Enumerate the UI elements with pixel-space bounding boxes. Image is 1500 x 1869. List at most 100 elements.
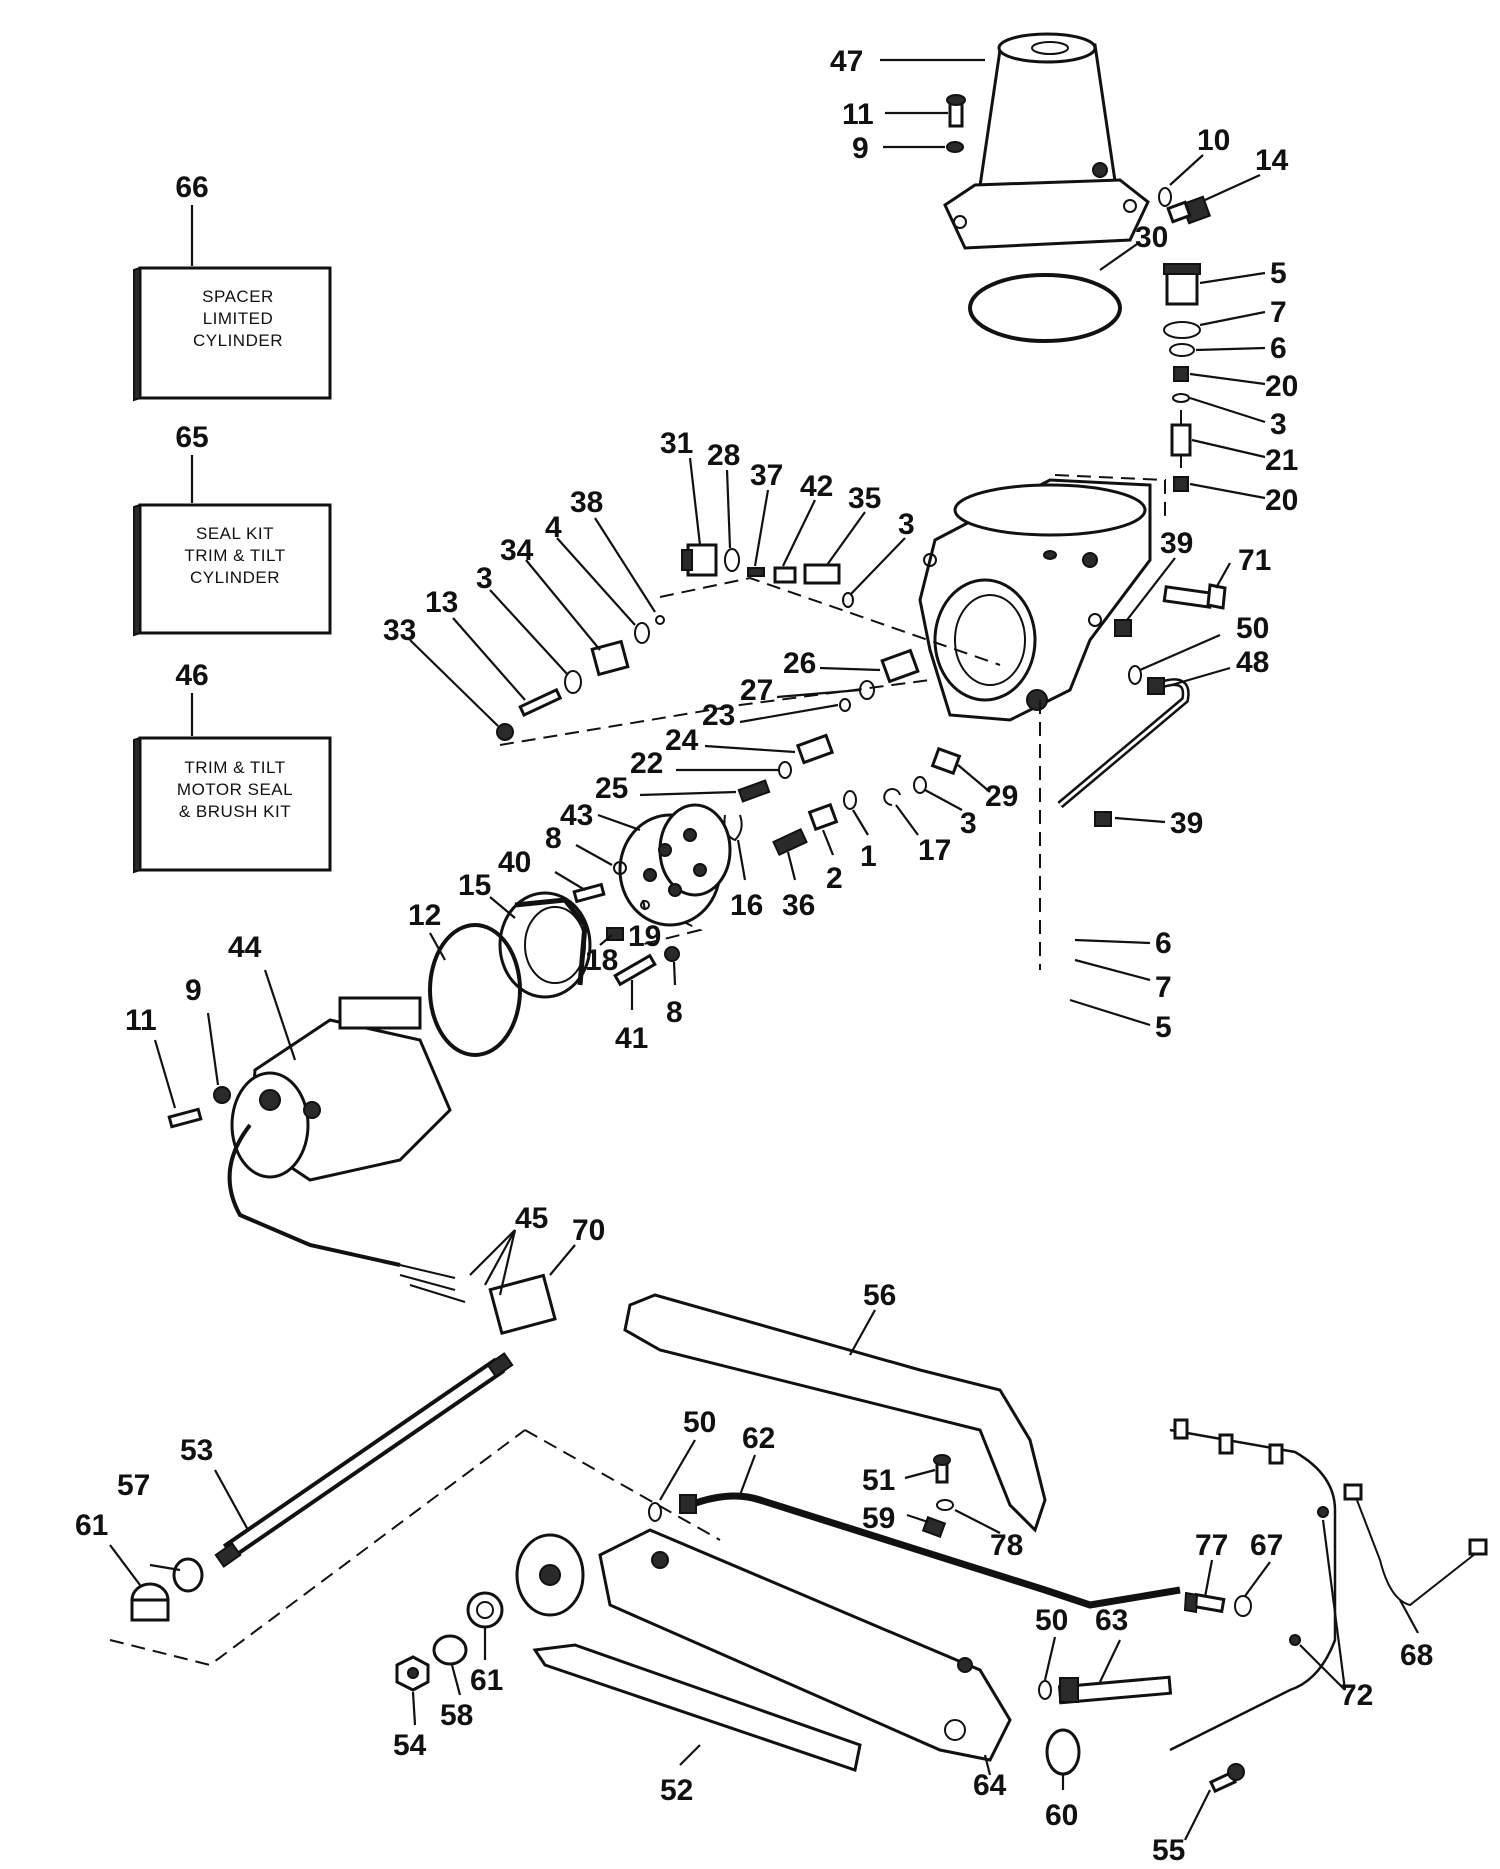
o-ring-3-top (1172, 393, 1190, 403)
guide-line-lower-right (524, 1429, 721, 1541)
motor-44 (230, 996, 452, 1182)
plug-39-lower (1094, 811, 1112, 827)
callout-17: 17 (918, 834, 951, 867)
callout-6-lower: 6 (1155, 927, 1172, 960)
kit-number-66: 66 (175, 171, 208, 204)
piston-42 (773, 566, 797, 584)
callout-3-top: 3 (1270, 408, 1287, 441)
callout-21: 21 (1265, 444, 1298, 477)
callout-3-mid: 3 (960, 807, 977, 840)
callout-56: 56 (863, 1279, 896, 1312)
bolt-71 (1162, 583, 1227, 610)
callout-38: 38 (570, 486, 603, 519)
o-ring-50-lower (648, 1502, 662, 1522)
callout-7-lower: 7 (1155, 971, 1172, 1004)
check-valve-21 (1170, 410, 1192, 468)
callout-19: 19 (628, 920, 661, 953)
o-ring-23 (839, 698, 851, 712)
callout-11-left: 11 (125, 1004, 157, 1037)
callout-18: 18 (585, 944, 618, 977)
callout-41: 41 (615, 1022, 648, 1055)
callout-61-lower: 61 (470, 1664, 503, 1697)
nut-33 (496, 723, 514, 741)
callout-22: 22 (630, 747, 663, 780)
callout-26: 26 (783, 647, 816, 680)
callout-52: 52 (660, 1774, 693, 1807)
pump-housing (918, 478, 1152, 722)
screw-11-top (946, 94, 966, 128)
terminal-68-a (1343, 1483, 1363, 1501)
callout-34: 34 (500, 534, 534, 567)
tube-48 (1057, 677, 1190, 809)
callout-7-top: 7 (1270, 296, 1287, 329)
callout-40: 40 (498, 846, 531, 879)
kit-number-65: 65 (175, 421, 208, 454)
o-ring-3-mid (913, 776, 927, 794)
o-ring-3-upper (842, 592, 854, 608)
callout-5-top: 5 (1270, 257, 1287, 290)
callout-3-upper: 3 (898, 508, 915, 541)
callout-12: 12 (408, 899, 441, 932)
spring-37 (747, 567, 765, 577)
callout-45: 45 (515, 1202, 548, 1235)
callout-67: 67 (1250, 1529, 1283, 1562)
callout-50-upper: 50 (1236, 612, 1269, 645)
callout-6-top: 6 (1270, 332, 1287, 365)
cap-60 (1045, 1728, 1081, 1776)
wire-68 (1354, 1494, 1481, 1607)
callout-61-left: 61 (75, 1509, 108, 1542)
callout-62: 62 (742, 1422, 775, 1455)
bracket-72 (1169, 1418, 1337, 1752)
callout-31: 31 (660, 427, 693, 460)
plug-14 (1166, 195, 1212, 225)
guide-line-upper (659, 576, 1001, 666)
kit-box-motor-seal (133, 693, 332, 874)
callout-9-left: 9 (185, 974, 202, 1007)
screw-11-left (167, 1107, 203, 1129)
callout-8-upper: 8 (545, 822, 562, 855)
callout-numbers: 47 11 9 10 14 30 5 7 6 20 3 21 20 31 28 … (75, 45, 1433, 1867)
washer-58 (432, 1634, 468, 1666)
kit-65-line-2: TRIM & TILT (184, 546, 285, 565)
callout-20-lower: 20 (1265, 484, 1298, 517)
spring-36 (772, 827, 808, 857)
callout-10: 10 (1197, 124, 1230, 157)
housing-15 (498, 891, 592, 999)
callout-42: 42 (800, 470, 833, 503)
callout-25: 25 (595, 772, 628, 805)
callout-39-lower: 39 (1170, 807, 1203, 840)
pump-43 (618, 803, 732, 927)
guide-line-pump (639, 909, 703, 946)
callout-55: 55 (1152, 1834, 1185, 1867)
washer-9-left (213, 1086, 231, 1104)
terminal-68-b (1468, 1538, 1488, 1556)
connector-70 (488, 1273, 557, 1336)
guide-line-lower-left (109, 1429, 526, 1667)
screw-13 (518, 687, 563, 717)
washer-9-top (946, 141, 964, 153)
callout-50-lower: 50 (683, 1406, 716, 1439)
valve-29 (930, 746, 962, 776)
kit-65-line-3: CYLINDER (190, 568, 280, 587)
callout-63: 63 (1095, 1604, 1128, 1637)
wire-terminals-45 (399, 1264, 466, 1303)
spool-35 (803, 563, 841, 585)
bushing-61-left (130, 1582, 170, 1622)
pin-63 (1057, 1675, 1173, 1705)
callout-8-lower: 8 (666, 996, 683, 1029)
callout-50-right: 50 (1035, 1604, 1068, 1637)
o-ring-28 (724, 548, 740, 572)
callout-1: 1 (860, 840, 877, 873)
callout-77: 77 (1195, 1529, 1228, 1562)
washer-78 (936, 1499, 954, 1511)
valve-5-top (1163, 263, 1201, 306)
screw-41 (613, 953, 657, 987)
callout-27: 27 (740, 674, 773, 707)
callout-68: 68 (1400, 1639, 1433, 1672)
tilt-rod-53 (214, 1352, 514, 1568)
o-ring-12 (428, 923, 522, 1057)
callout-71: 71 (1238, 544, 1271, 577)
kit-46-line-3: & BRUSH KIT (179, 802, 291, 821)
trim-cylinder-64 (515, 1528, 1012, 1762)
callout-36: 36 (782, 889, 815, 922)
